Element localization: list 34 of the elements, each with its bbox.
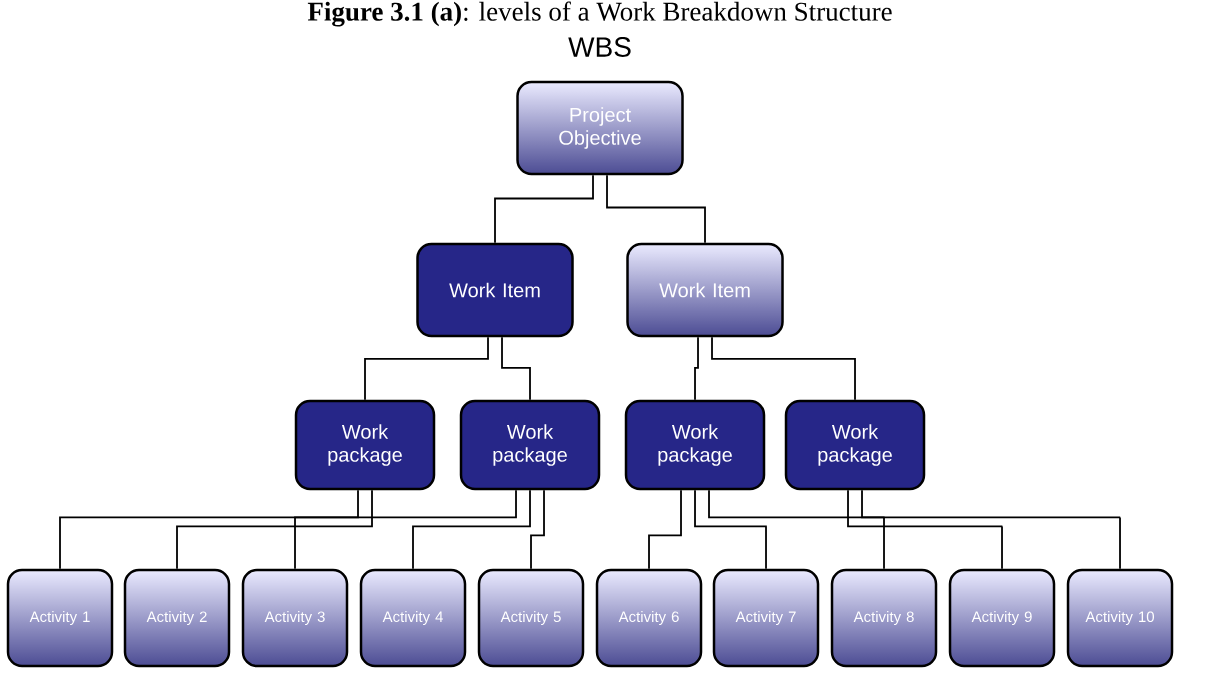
connector-line <box>694 489 768 570</box>
connector-line <box>606 174 706 244</box>
activity-box: Activity 9 <box>948 568 1056 668</box>
connector-line <box>861 489 1122 570</box>
connector-line <box>708 489 886 570</box>
connector-line <box>847 489 1004 570</box>
connector-line <box>648 489 682 570</box>
connector-line <box>530 489 545 570</box>
wbs-box: Work package <box>624 399 766 491</box>
connector-line <box>294 489 517 570</box>
connector-line <box>501 336 531 401</box>
activity-box: Activity 6 <box>595 568 703 668</box>
activity-box: Activity 10 <box>1066 568 1174 668</box>
wbs-box: Work package <box>459 399 601 491</box>
connector-line <box>694 336 699 401</box>
wbs-box: Work package <box>294 399 436 491</box>
wbs-box: Project Objective <box>516 80 684 176</box>
activity-box: Activity 5 <box>477 568 585 668</box>
connector-line <box>711 336 856 401</box>
wbs-box: Work package <box>784 399 926 491</box>
wbs-box: Work Item <box>626 242 784 338</box>
activity-box: Activity 3 <box>241 568 349 668</box>
figure-title: Figure 3.1 (a): levels of a Work Breakdown Structure <box>307 1 892 27</box>
wbs-box: Work Item <box>416 242 574 338</box>
activity-box: Activity 4 <box>359 568 467 668</box>
connector-line <box>364 336 489 401</box>
activity-box: Activity 7 <box>712 568 820 668</box>
connector-line <box>176 489 373 570</box>
connector-line <box>494 174 594 244</box>
connector-line <box>412 489 531 570</box>
activity-box: Activity 8 <box>830 568 938 668</box>
connector-line <box>59 489 359 570</box>
activity-box: Activity 1 <box>6 568 114 668</box>
activity-box: Activity 2 <box>123 568 231 668</box>
